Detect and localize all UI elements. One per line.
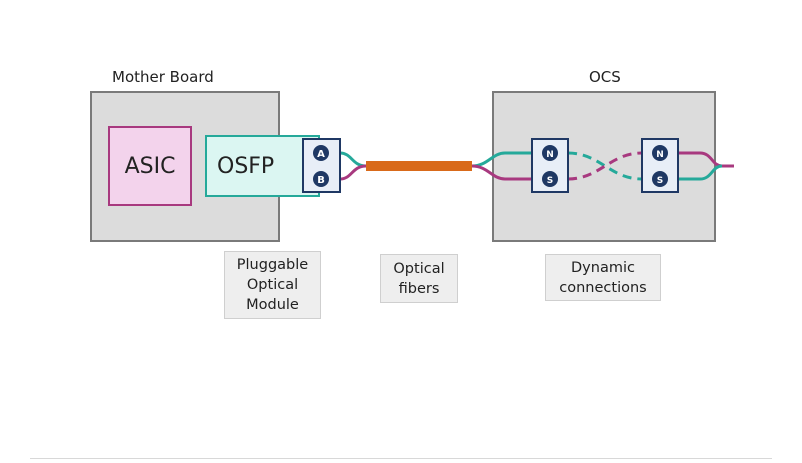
ocs-left-s-label: S [547,176,553,186]
ocs-left-s-port [542,171,558,187]
dynamic-connections-caption: Dynamic connections [545,254,661,301]
port-b-label: B [317,175,325,186]
ocs-right-s-port [652,171,668,187]
mother-board-title: Mother Board [112,68,214,86]
asic-chip: ASIC [108,126,192,206]
fiber-teal-entry [471,151,532,168]
port-a [313,145,329,161]
bottom-divider [30,458,772,459]
ocs-right-s-label: S [657,176,663,186]
optical-fibers-caption: Optical fibers [380,254,458,303]
fiber-a-stub [339,151,367,168]
asic-label: ASIC [124,153,176,179]
ocs-left-n-label: N [546,150,554,160]
ocs-title: OCS [589,68,621,86]
fiber-b-stub [339,164,367,181]
ocs-right-n-port [652,145,668,161]
port-b [313,171,329,187]
pluggable-optical-module-caption: Pluggable Optical Module [224,251,321,319]
fiber-teal-exit [678,164,723,181]
ocs-right-n-label: N [656,150,664,160]
port-a-label: A [317,149,325,160]
optical-fiber-bundle [366,161,472,171]
dynamic-connection-teal [567,151,643,181]
ocs-left-n-port [542,145,558,161]
osfp-label: OSFP [217,153,275,179]
dynamic-connection-magenta [567,151,643,181]
fiber-magenta-exit [678,151,734,168]
fiber-magenta-entry [471,164,532,181]
